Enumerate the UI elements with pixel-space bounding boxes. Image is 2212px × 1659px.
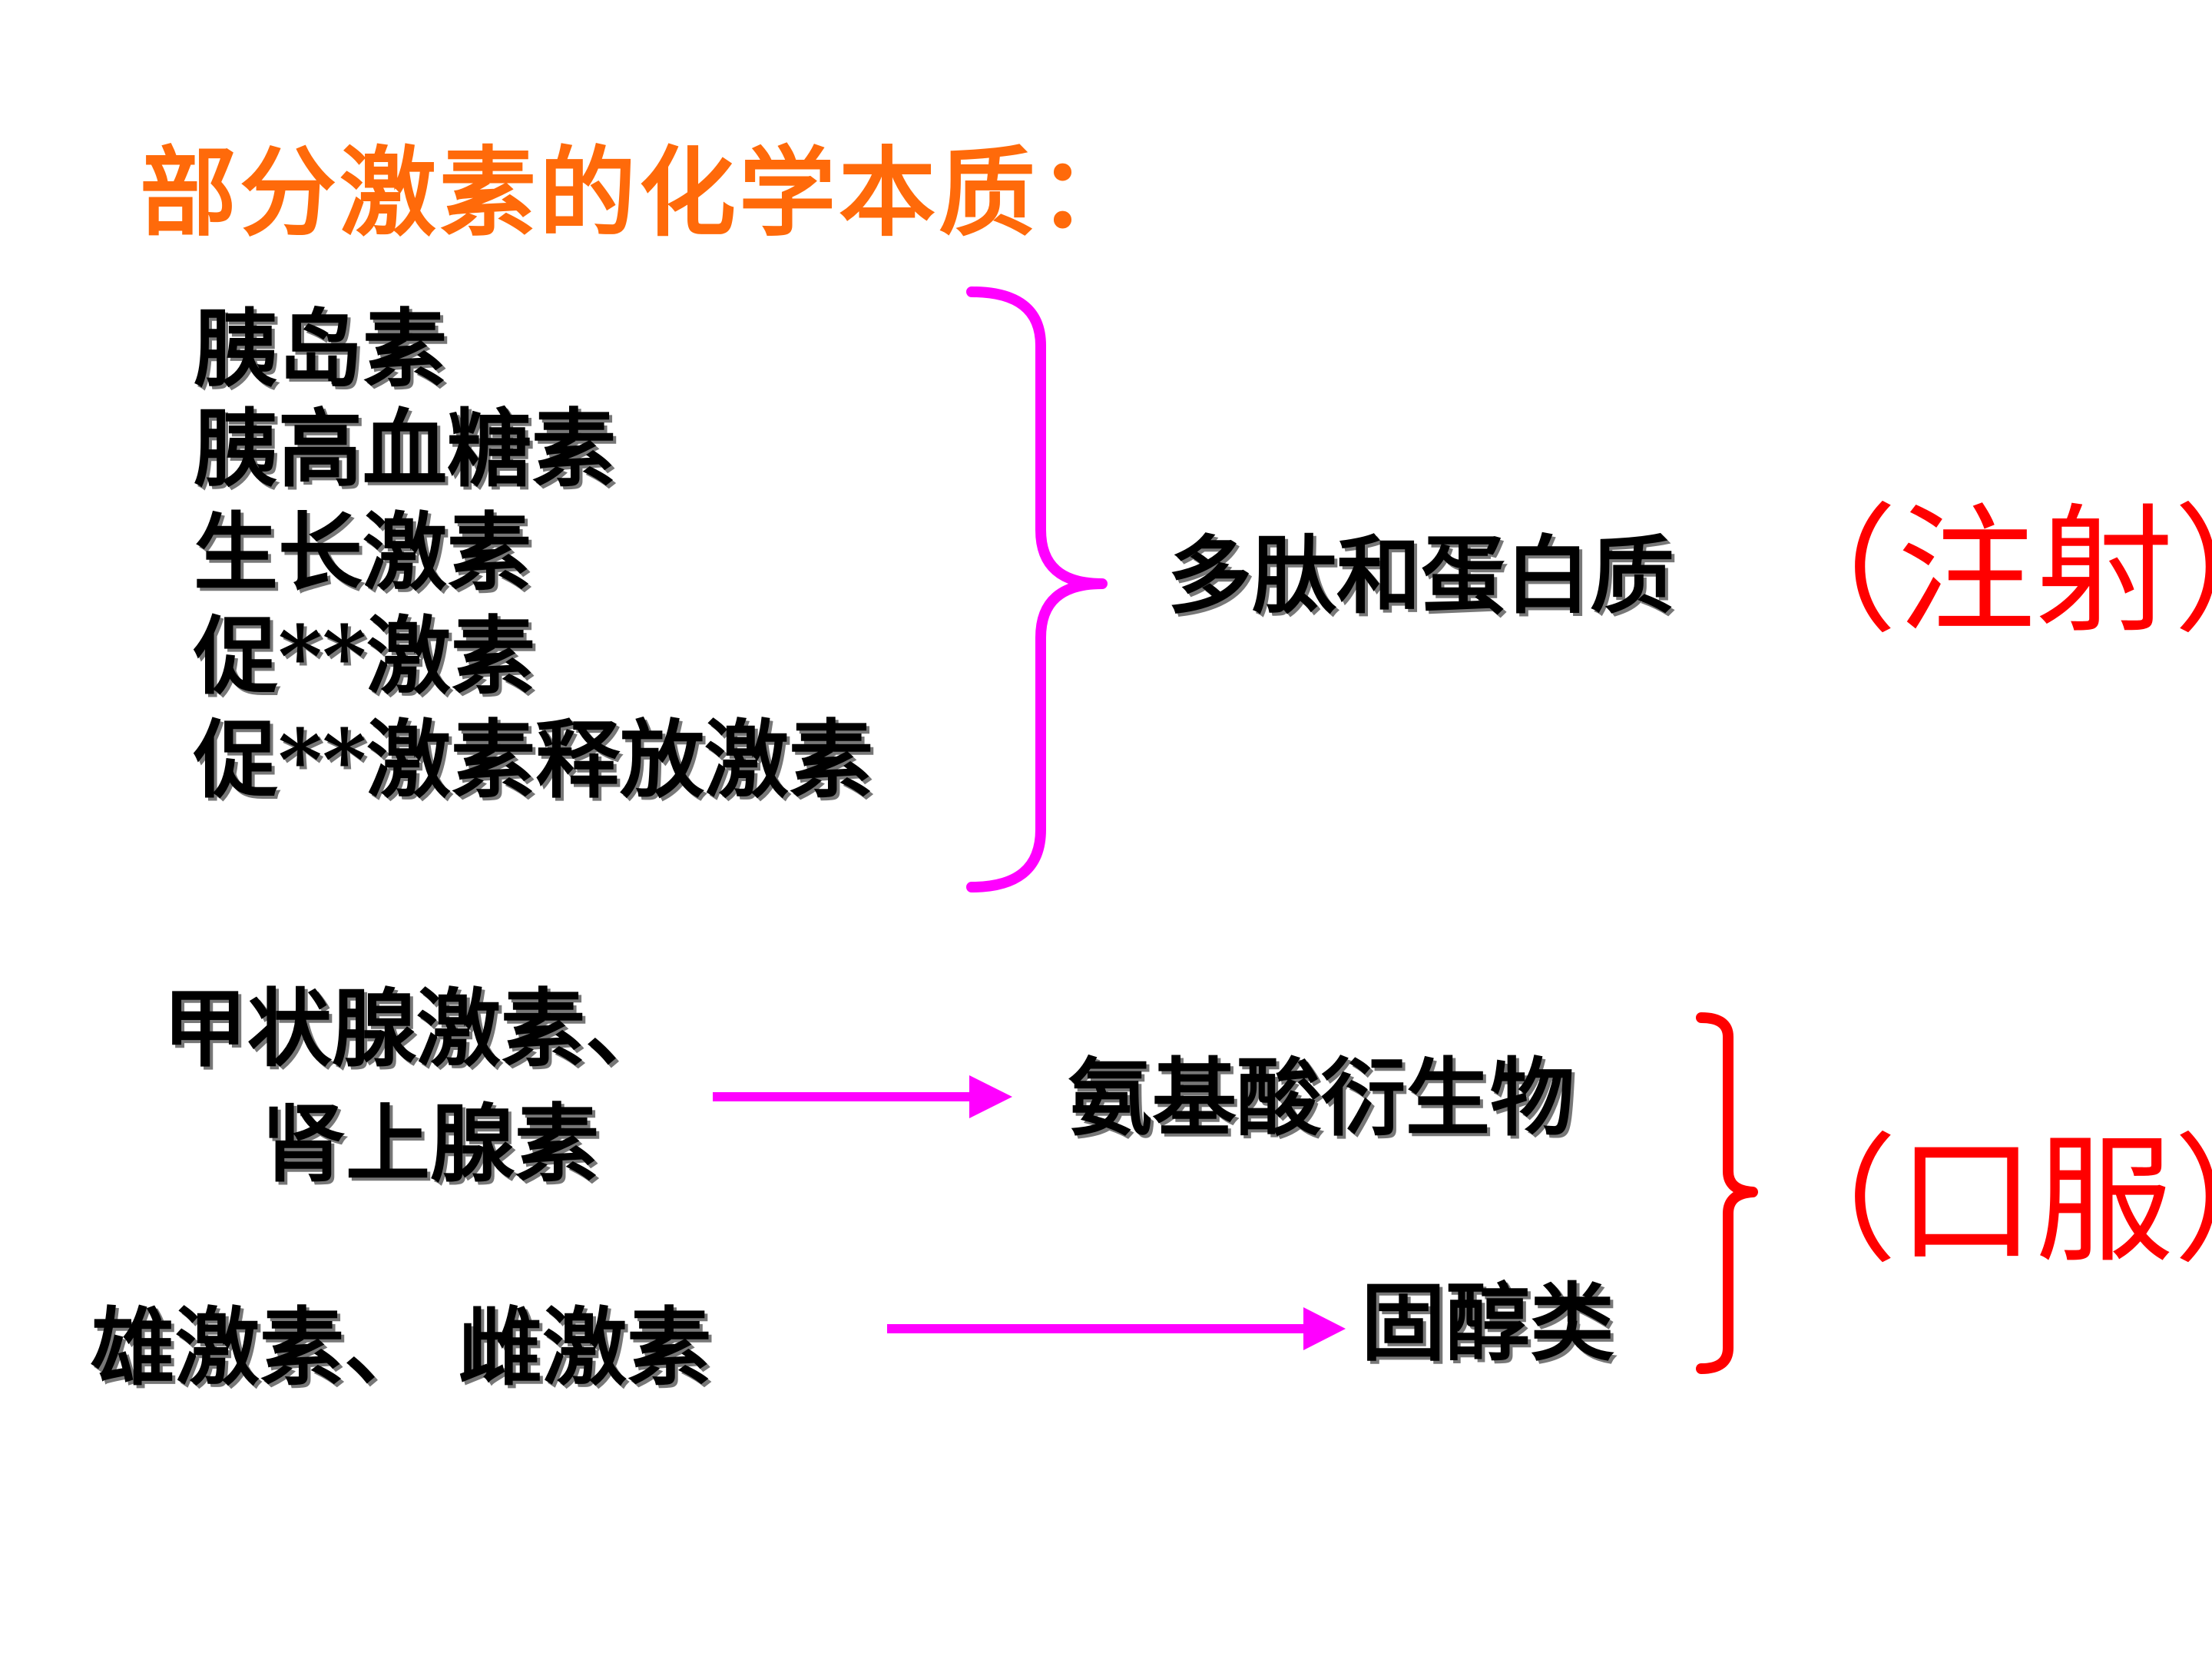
arrow-to-amino-acid — [713, 1075, 1012, 1118]
bracket-oral — [1696, 1012, 1758, 1374]
category-amino-acid-derivative: 氨基酸衍生物 — [1068, 1048, 1575, 1147]
hormone-sex: 雄激素、 雌激素 — [91, 1298, 712, 1397]
hormone-growth: 生长激素 — [194, 503, 531, 602]
hormone-glucagon: 胰高血糖素 — [194, 399, 616, 498]
category-peptide-protein: 多肽和蛋白质 — [1167, 526, 1674, 625]
hormone-adrenaline: 肾上腺素 — [261, 1094, 599, 1194]
curly-brace — [966, 286, 1108, 892]
hormone-tropic: 促**激素 — [194, 607, 536, 706]
hormone-thyroid: 甲状腺激素、 — [163, 979, 670, 1078]
hormone-releasing: 促**激素释放激素 — [194, 710, 874, 810]
hormone-insulin: 胰岛素 — [194, 300, 447, 399]
route-oral: （口服） — [1759, 1121, 2212, 1282]
category-steroid: 固醇类 — [1361, 1273, 1614, 1373]
route-injection: （注射） — [1759, 492, 2212, 652]
arrow-to-steroid — [887, 1307, 1346, 1350]
page-title: 部分激素的化学本质： — [140, 136, 1138, 250]
